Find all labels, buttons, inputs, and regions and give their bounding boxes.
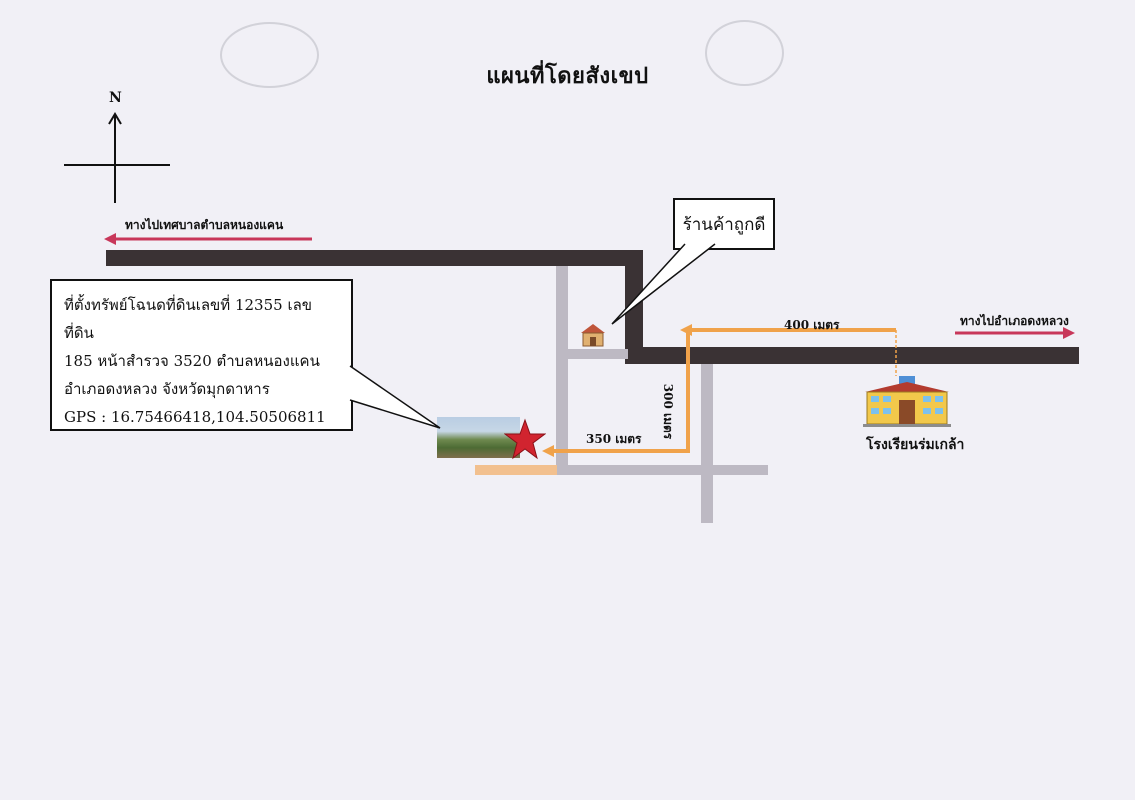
map-title: แผนที่โดยสังเขป [486,63,649,89]
side-road-vertical-right [701,364,713,523]
side-road-vertical-left [556,266,568,474]
property-access-road [475,465,557,475]
stamp-mark-right [705,20,784,86]
shop-label-box: ร้านค้าถูกดี [673,198,775,250]
shop-building-icon [581,324,605,347]
distance-400-label: 400 เมตร [784,318,840,332]
property-location-star-icon [504,418,546,460]
main-road-lower [625,347,1079,364]
route-path [542,324,897,457]
school-building-icon [863,376,951,427]
property-photo [437,417,520,458]
property-info-line-3: อำเภอดงหลวง จังหวัดมุกดาหาร [64,380,270,398]
direction-right-arrow-icon [955,327,1075,339]
property-info-line-2: 185 หน้าสำรวจ 3520 ตำบลหนองแคน [64,352,320,370]
side-road-shop-spur [562,349,628,359]
north-arrow-icon [64,112,170,203]
stamp-mark-left [220,22,319,88]
direction-left-label: ทางไปเทศบาลตำบลหนองแคน [125,218,284,232]
property-callout-pointer [349,365,441,429]
property-info-gps: GPS : 16.75466418,104.50506811 [64,408,326,426]
direction-left-arrow-icon [104,233,312,245]
property-info-line-1: ที่ตั้งทรัพย์โฉนดที่ดินเลขที่ 12355 เลขท… [64,296,313,342]
property-info-box: ที่ตั้งทรัพย์โฉนดที่ดินเลขที่ 12355 เลขท… [50,279,353,431]
direction-right-label: ทางไปอำเภอดงหลวง [960,314,1069,328]
distance-300-label: 300 เมตร [661,383,676,440]
shop-callout-pointer [611,243,716,325]
main-road-upper [106,250,643,266]
school-label: โรงเรียนร่มเกล้า [866,437,965,453]
distance-350-label: 350 เมตร [586,432,642,446]
side-road-horizontal [556,465,768,475]
north-label: N [109,90,122,106]
